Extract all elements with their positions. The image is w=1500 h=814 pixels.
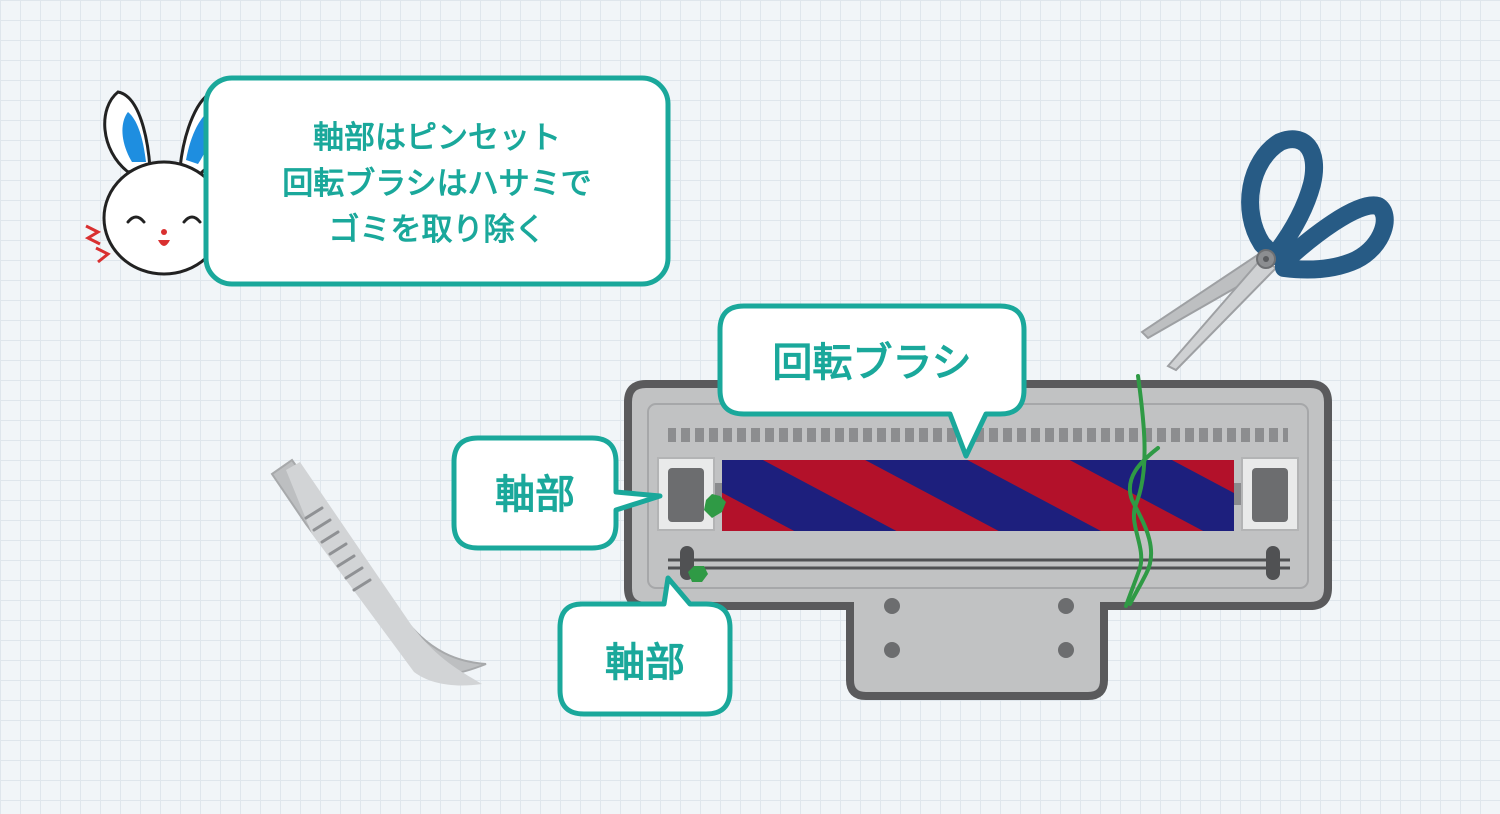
debris-on-shaft: [688, 494, 726, 582]
brush-label: 回転ブラシ: [772, 340, 971, 386]
scissors-icon: [1140, 130, 1394, 372]
shaft-label-lower: 軸部: [605, 640, 685, 686]
comb-strip: [676, 428, 1283, 442]
shaft-callout-lower: 軸部: [557, 575, 733, 717]
brush-callout: 回転ブラシ: [717, 303, 1027, 459]
tangled-hair: [1124, 374, 1160, 608]
speech-line-1: 軸部はピンセット: [313, 120, 561, 156]
rotating-brush: [722, 460, 1234, 531]
shaft-label-upper: 軸部: [495, 472, 575, 518]
shaft-callout-upper: 軸部: [451, 435, 663, 551]
tweezers-icon: [270, 458, 487, 686]
speech-line-3: ゴミを取り除く: [329, 212, 546, 248]
speech-line-2: 回転ブラシはハサミで: [282, 166, 591, 202]
rabbit-mascot-icon: [84, 90, 248, 276]
speech-bubble: 軸部はピンセット 回転ブラシはハサミで ゴミを取り除く: [203, 75, 671, 287]
